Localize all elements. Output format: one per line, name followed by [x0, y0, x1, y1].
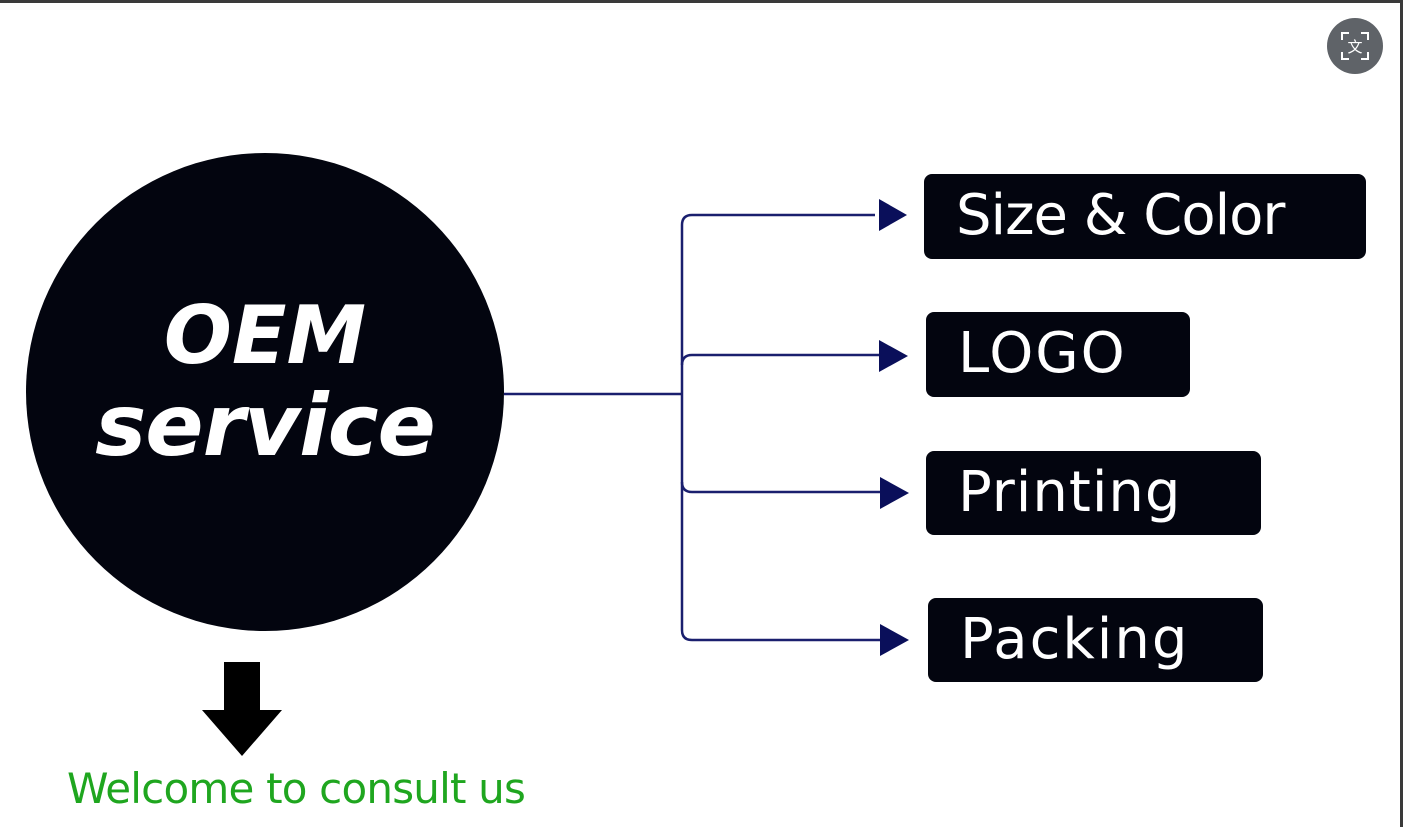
welcome-message: Welcome to consult us [67, 764, 526, 813]
arrow-head-packing [880, 624, 909, 656]
arrow-head-size-color [879, 199, 907, 231]
service-box-size-color: Size & Color [924, 174, 1366, 259]
window-top-border [0, 0, 1403, 3]
oem-service-circle [26, 153, 504, 631]
service-box-printing: Printing [926, 451, 1261, 535]
arrow-head-logo [879, 340, 908, 372]
svg-text:文: 文 [1347, 38, 1362, 56]
translate-icon: 文 [1341, 32, 1369, 60]
window-right-border [1400, 0, 1403, 827]
oem-title-line2: service [95, 376, 436, 476]
service-box-packing: Packing [928, 598, 1263, 682]
arrow-head-printing [880, 477, 909, 509]
translate-button[interactable]: 文 [1327, 18, 1383, 74]
down-arrow-icon [202, 662, 282, 756]
oem-title-line1: OEM [163, 289, 367, 382]
service-box-logo: LOGO [926, 312, 1190, 397]
